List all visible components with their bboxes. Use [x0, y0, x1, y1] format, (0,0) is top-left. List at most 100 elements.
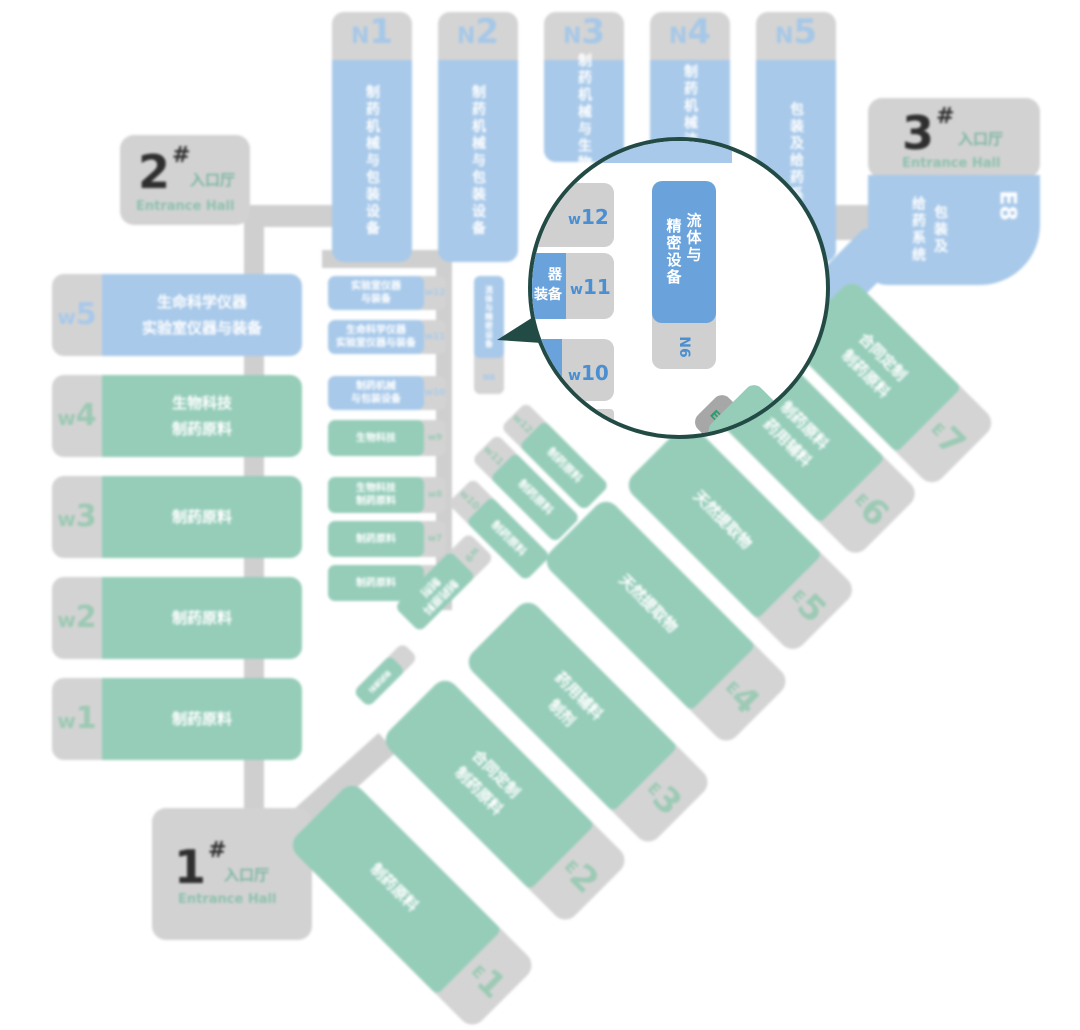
- zone-n4-name: 制药机械洁净: [682, 64, 698, 160]
- zone-w4-line2: 制药原料: [171, 420, 232, 438]
- zone-inner-w11-tag: w11: [424, 332, 446, 342]
- hall-1-number: 1: [174, 840, 207, 894]
- mag-w12-number: 12: [580, 205, 609, 229]
- zone-n2[interactable]: N2 制药机械与包装设备: [438, 12, 518, 262]
- zone-n5-number: 5: [793, 12, 818, 52]
- zone-inner-w7[interactable]: 制药原料 w7: [328, 521, 446, 557]
- zone-w3-line1: 制药原料: [171, 508, 232, 526]
- zone-w1-letter: w: [57, 709, 76, 733]
- mag-zone-w12[interactable]: w12: [532, 183, 614, 247]
- zone-n1-name: 制药机械与包装设备: [364, 84, 380, 238]
- zone-n6-small[interactable]: 流体与精密设备 N6: [474, 276, 504, 394]
- zone-n1-number: 1: [369, 12, 394, 52]
- zone-inner-w10[interactable]: 制药机械与包装设备 w10: [328, 376, 446, 410]
- zone-inner-w12[interactable]: 实验室仪器与装备 w12: [328, 276, 446, 310]
- zone-w1-line1: 制药原料: [171, 710, 232, 728]
- mag-w10-number: 10: [580, 361, 609, 385]
- zone-inner-w10-tag: w10: [424, 388, 446, 398]
- entrance-hall-3[interactable]: 3# 入口厅 Entrance Hall: [868, 98, 1040, 178]
- entrance-hall-2[interactable]: 2# 入口厅 Entrance Hall: [120, 135, 250, 225]
- hall-2-mark: #: [172, 143, 191, 168]
- zone-inner-w12-line2: 与装备: [361, 294, 391, 305]
- zone-n4-letter: N: [668, 24, 688, 49]
- hall-3-cn: 入口厅: [958, 130, 1004, 148]
- zone-w2-letter: w: [57, 608, 76, 632]
- zone-w3-number: 3: [75, 499, 97, 534]
- zone-n3-number: 3: [581, 12, 606, 52]
- zone-w4-line1: 生物科技: [171, 394, 232, 412]
- zone-w1[interactable]: w1 制药原料: [52, 678, 302, 760]
- zone-w4-letter: w: [57, 406, 76, 430]
- zone-n1-letter: N: [350, 24, 370, 49]
- hall-2-en: Entrance Hall: [136, 199, 235, 214]
- hall-3-number: 3: [902, 106, 935, 160]
- entrance-hall-1[interactable]: 1# 入口厅 Entrance Hall: [152, 808, 312, 940]
- hall-3-en: Entrance Hall: [902, 156, 1001, 171]
- zone-inner-w8[interactable]: 生物科技制药原料 w8: [328, 477, 446, 513]
- zone-inner-w9-line1: 生物科技: [356, 432, 396, 444]
- zone-e8-name-bottom: 给药系统: [910, 196, 926, 264]
- zone-inner-w8-line1: 生物科技: [356, 483, 396, 494]
- mag-w10-letter: w: [568, 368, 581, 384]
- zone-w4[interactable]: w4 生物科技制药原料: [52, 375, 302, 457]
- zone-w5[interactable]: w5 生命科学仪器实验室仪器与装备: [52, 274, 302, 356]
- zone-w5-body: 生命科学仪器实验室仪器与装备: [102, 274, 302, 356]
- zone-inner-w6-line1: 制药原料: [356, 577, 396, 589]
- zone-w5-line1: 生命科学仪器: [156, 293, 247, 311]
- zone-inner-w12-tag: w12: [424, 288, 446, 298]
- mag-n6-tag: N6: [676, 336, 692, 358]
- mag-zone-n6[interactable]: 流体与 精密设备 N6: [652, 181, 716, 369]
- zone-inner-w8-line2: 制药原料: [356, 496, 396, 507]
- zone-n6-small-tag: N6: [482, 372, 496, 382]
- floor-plan-map: 2# 入口厅 Entrance Hall 3# 入口厅 Entrance Hal…: [52, 12, 1040, 1030]
- zone-w1-number: 1: [75, 701, 97, 736]
- zone-e8-name-top: 包装及: [932, 204, 948, 256]
- zone-n1-body: 制药机械与包装设备: [332, 60, 412, 262]
- zone-w3-body: 制药原料: [102, 476, 302, 558]
- mag-zone-w10[interactable]: w10: [532, 339, 614, 401]
- corridor-hall2-top: [244, 205, 344, 227]
- zone-n2-tab: N2: [438, 12, 518, 60]
- zone-n3-name: 制药机械与生物工: [576, 53, 592, 162]
- mag-n6-line1: 流体与: [684, 212, 703, 264]
- zone-w3[interactable]: w3 制药原料: [52, 476, 302, 558]
- zone-inner-w11-line2: 实验室仪器与装备: [336, 338, 416, 349]
- zone-n4-tab: N4: [650, 12, 730, 60]
- zone-w5-letter: w: [57, 305, 76, 329]
- zone-inner-w9[interactable]: 生物科技 w9: [328, 420, 446, 456]
- zone-w1-body: 制药原料: [102, 678, 302, 760]
- magnifier-circle: w12 器 装备 w11 w10 流体与 精密设备 N6 E12: [528, 137, 830, 439]
- zone-inner-w7-line1: 制药原料: [356, 533, 396, 545]
- zone-n2-body: 制药机械与包装设备: [438, 60, 518, 262]
- zone-e8[interactable]: 包装及 给药系统 E8: [868, 175, 1040, 285]
- hall-2-number: 2: [138, 145, 171, 199]
- zone-inner-w11-line1: 生命科学仪器: [346, 325, 406, 336]
- hall-1-cn: 入口厅: [224, 866, 270, 884]
- zone-inner-w9-tag: w9: [427, 433, 443, 443]
- hall-2-cn: 入口厅: [190, 171, 236, 189]
- mag-w11-line2: 装备: [534, 287, 562, 303]
- mag-w11-letter: w: [570, 282, 583, 298]
- zone-n2-name: 制药机械与包装设备: [470, 84, 486, 238]
- zone-w4-number: 4: [75, 398, 97, 433]
- zone-w4-body: 生物科技制药原料: [102, 375, 302, 457]
- zone-w3-letter: w: [57, 507, 76, 531]
- zone-n3-tab: N3: [544, 12, 624, 60]
- zone-w5-number: 5: [75, 297, 97, 332]
- zone-inner-w10-line2: 与包装设备: [351, 394, 401, 405]
- zone-n1[interactable]: N1 制药机械与包装设备: [332, 12, 412, 262]
- mag-zone-w11[interactable]: 器 装备 w11: [532, 253, 614, 319]
- zone-w2-line1: 制药原料: [171, 609, 232, 627]
- zone-n5-tab: N5: [756, 12, 836, 60]
- mag-w11-number: 11: [582, 275, 611, 299]
- zone-inner-w12-line1: 实验室仪器: [351, 281, 401, 292]
- hall-1-en: Entrance Hall: [178, 892, 277, 907]
- mag-n6-line2: 精密设备: [664, 218, 683, 286]
- zone-n4[interactable]: N4 制药机械洁净: [650, 12, 730, 160]
- zone-n2-number: 2: [475, 12, 500, 52]
- zone-w2[interactable]: w2 制药原料: [52, 577, 302, 659]
- zone-inner-w10-line1: 制药机械: [356, 381, 396, 392]
- zone-w5-line2: 实验室仪器与装备: [141, 319, 262, 337]
- zone-inner-w11[interactable]: 生命科学仪器实验室仪器与装备 w11: [328, 320, 446, 354]
- hall-1-mark: #: [208, 838, 227, 863]
